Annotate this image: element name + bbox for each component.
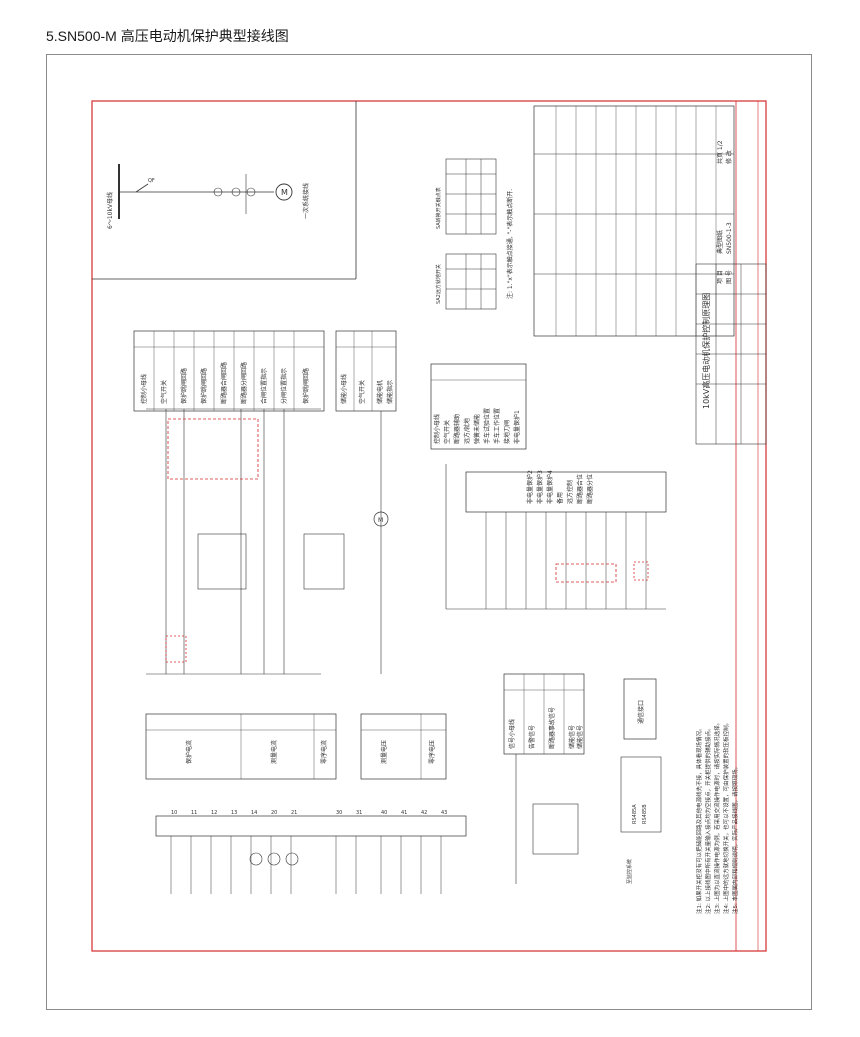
ac-circuit	[145, 713, 467, 894]
note-2: 注2: 以上接线图中所有开关量输入接点均为空接点，开关柜提供的辅助接点。	[704, 725, 712, 914]
drawing-border	[91, 100, 767, 952]
svg-text:非电量保护3: 非电量保护3	[536, 470, 544, 504]
drawing-title: 10kV高压电动机保护控制原理图	[701, 293, 711, 409]
note-4: 注4: 上图中的远方就地切换开关，也可以不设置，可由保护装置的软压板控制。	[722, 720, 730, 914]
svg-text:42: 42	[421, 810, 427, 816]
comm-label-b: RS485B	[642, 804, 648, 824]
revision-label: 修 改	[725, 150, 733, 164]
svg-text:图 号: 图 号	[726, 270, 733, 284]
svg-text:储能小母线: 储能小母线	[340, 374, 348, 404]
svg-text:控制小母线: 控制小母线	[433, 414, 441, 444]
project-name: 典型图纸	[716, 230, 724, 254]
svg-text:储能信号: 储能信号	[576, 725, 584, 749]
svg-text:合闸位置指示: 合闸位置指示	[260, 368, 268, 404]
svg-text:30: 30	[336, 810, 342, 816]
svg-text:31: 31	[356, 810, 362, 816]
wiring-diagram: M 6～10kV母线 一次系统接线 QF SA转换开关触点表 SA2远方就地开关…	[91, 100, 767, 952]
page-title: 5.SN500-M 高压电动机保护典型接线图	[46, 28, 289, 44]
signal-circuit	[503, 673, 585, 884]
contact-note: 注: 1."x"表示触点接通, "-"表示触点断开.	[506, 189, 514, 299]
svg-text:43: 43	[441, 810, 447, 816]
voltage-label-zero-seq: 零序电压	[428, 740, 436, 764]
svg-text:控制小母线: 控制小母线	[140, 374, 148, 404]
svg-text:10: 10	[171, 810, 177, 816]
svg-text:信号小母线: 信号小母线	[508, 719, 516, 749]
svg-text:非电量保护2: 非电量保护2	[526, 470, 534, 504]
svg-text:14: 14	[251, 810, 257, 816]
svg-text:远方/就地: 远方/就地	[463, 418, 471, 444]
svg-text:12: 12	[211, 810, 217, 816]
note-1: 注1: 如果开关柜没有可以把储能回路及其他电源线先不接，具体看现场情况。	[695, 725, 703, 914]
svg-text:M: M	[281, 188, 288, 197]
svg-text:41: 41	[401, 810, 407, 816]
svg-text:保护跳闸回路: 保护跳闸回路	[180, 368, 188, 404]
svg-text:13: 13	[231, 810, 237, 816]
svg-text:空气开关: 空气开关	[160, 380, 168, 404]
svg-text:保护跳闸回路: 保护跳闸回路	[302, 368, 310, 404]
comm-interface	[620, 678, 662, 833]
svg-text:断路器事故信号: 断路器事故信号	[548, 707, 556, 749]
sa-table-title: SA转换开关触点表	[435, 187, 442, 229]
svg-text:40: 40	[381, 810, 387, 816]
svg-text:储能电机: 储能电机	[376, 380, 384, 404]
single-line-diagram: M	[92, 101, 357, 280]
bus-label: 6～10kV母线	[106, 192, 114, 229]
svg-text:项 目: 项 目	[717, 270, 724, 284]
title-block	[695, 263, 767, 445]
svg-text:接地刀闸: 接地刀闸	[503, 420, 511, 444]
svg-text:M: M	[378, 517, 383, 524]
ac-label-protection: 保护电流	[185, 740, 193, 764]
drawing-number: SN500-1-3	[726, 222, 733, 254]
contact-tables	[445, 158, 497, 310]
svg-text:断路器合位: 断路器合位	[576, 474, 584, 504]
svg-text:断路器合闸回路: 断路器合闸回路	[220, 362, 228, 404]
svg-text:弹簧未储能: 弹簧未储能	[473, 414, 481, 444]
svg-text:储能指示: 储能指示	[386, 380, 394, 404]
svg-text:空气开关: 空气开关	[358, 380, 366, 404]
svg-text:备用: 备用	[556, 492, 564, 504]
svg-text:非电量保护1: 非电量保护1	[513, 410, 521, 444]
drawing-outer-frame	[46, 54, 812, 1010]
svg-text:21: 21	[291, 810, 297, 816]
svg-text:空气开关: 空气开关	[443, 420, 451, 444]
control-circuit	[133, 330, 345, 675]
svg-text:断路器分闸回路: 断路器分闸回路	[240, 362, 248, 404]
svg-text:QF: QF	[148, 178, 155, 184]
comm-label-a: RS485A	[632, 804, 638, 824]
svg-text:断路器分位: 断路器分位	[586, 474, 594, 504]
svg-text:手车试验位置: 手车试验位置	[483, 408, 491, 444]
comm-box-label: 通信接口	[637, 700, 645, 724]
note-3: 注3: 上图为以直流操作电源为例，若采用交流操作电源时，请按实际情况选择。	[713, 720, 721, 914]
sheet-number: 共页 1/2	[716, 140, 724, 164]
svg-text:非电量保护4: 非电量保护4	[546, 470, 554, 504]
svg-text:手车工作位置: 手车工作位置	[493, 408, 501, 444]
motor-label: 一次系统接线	[302, 183, 310, 219]
svg-text:保护跳闸回路: 保护跳闸回路	[200, 368, 208, 404]
svg-text:20: 20	[271, 810, 277, 816]
equipment-table	[533, 105, 735, 337]
svg-text:告警信号: 告警信号	[528, 725, 536, 749]
svg-text:储能信号: 储能信号	[568, 725, 576, 749]
digital-input-circuit	[430, 363, 667, 610]
storage-circuit: M	[335, 330, 397, 674]
svg-text:分闸位置指示: 分闸位置指示	[280, 368, 288, 404]
svg-text:11: 11	[191, 810, 197, 816]
ac-label-zero-seq: 零序电流	[320, 740, 328, 764]
svg-text:断路器辅助: 断路器辅助	[453, 414, 461, 444]
comm-label-monitor: 至监控系统	[626, 859, 633, 884]
note-5: 注5: 本图属内部和规则说明，实际产品接线图，请按照现场。	[731, 764, 739, 914]
sa2-table-title: SA2远方就地开关	[435, 264, 442, 304]
voltage-label-measure: 测量电压	[380, 740, 388, 764]
ac-label-measure: 测量电流	[270, 740, 278, 764]
svg-text:远方控制: 远方控制	[566, 480, 574, 504]
